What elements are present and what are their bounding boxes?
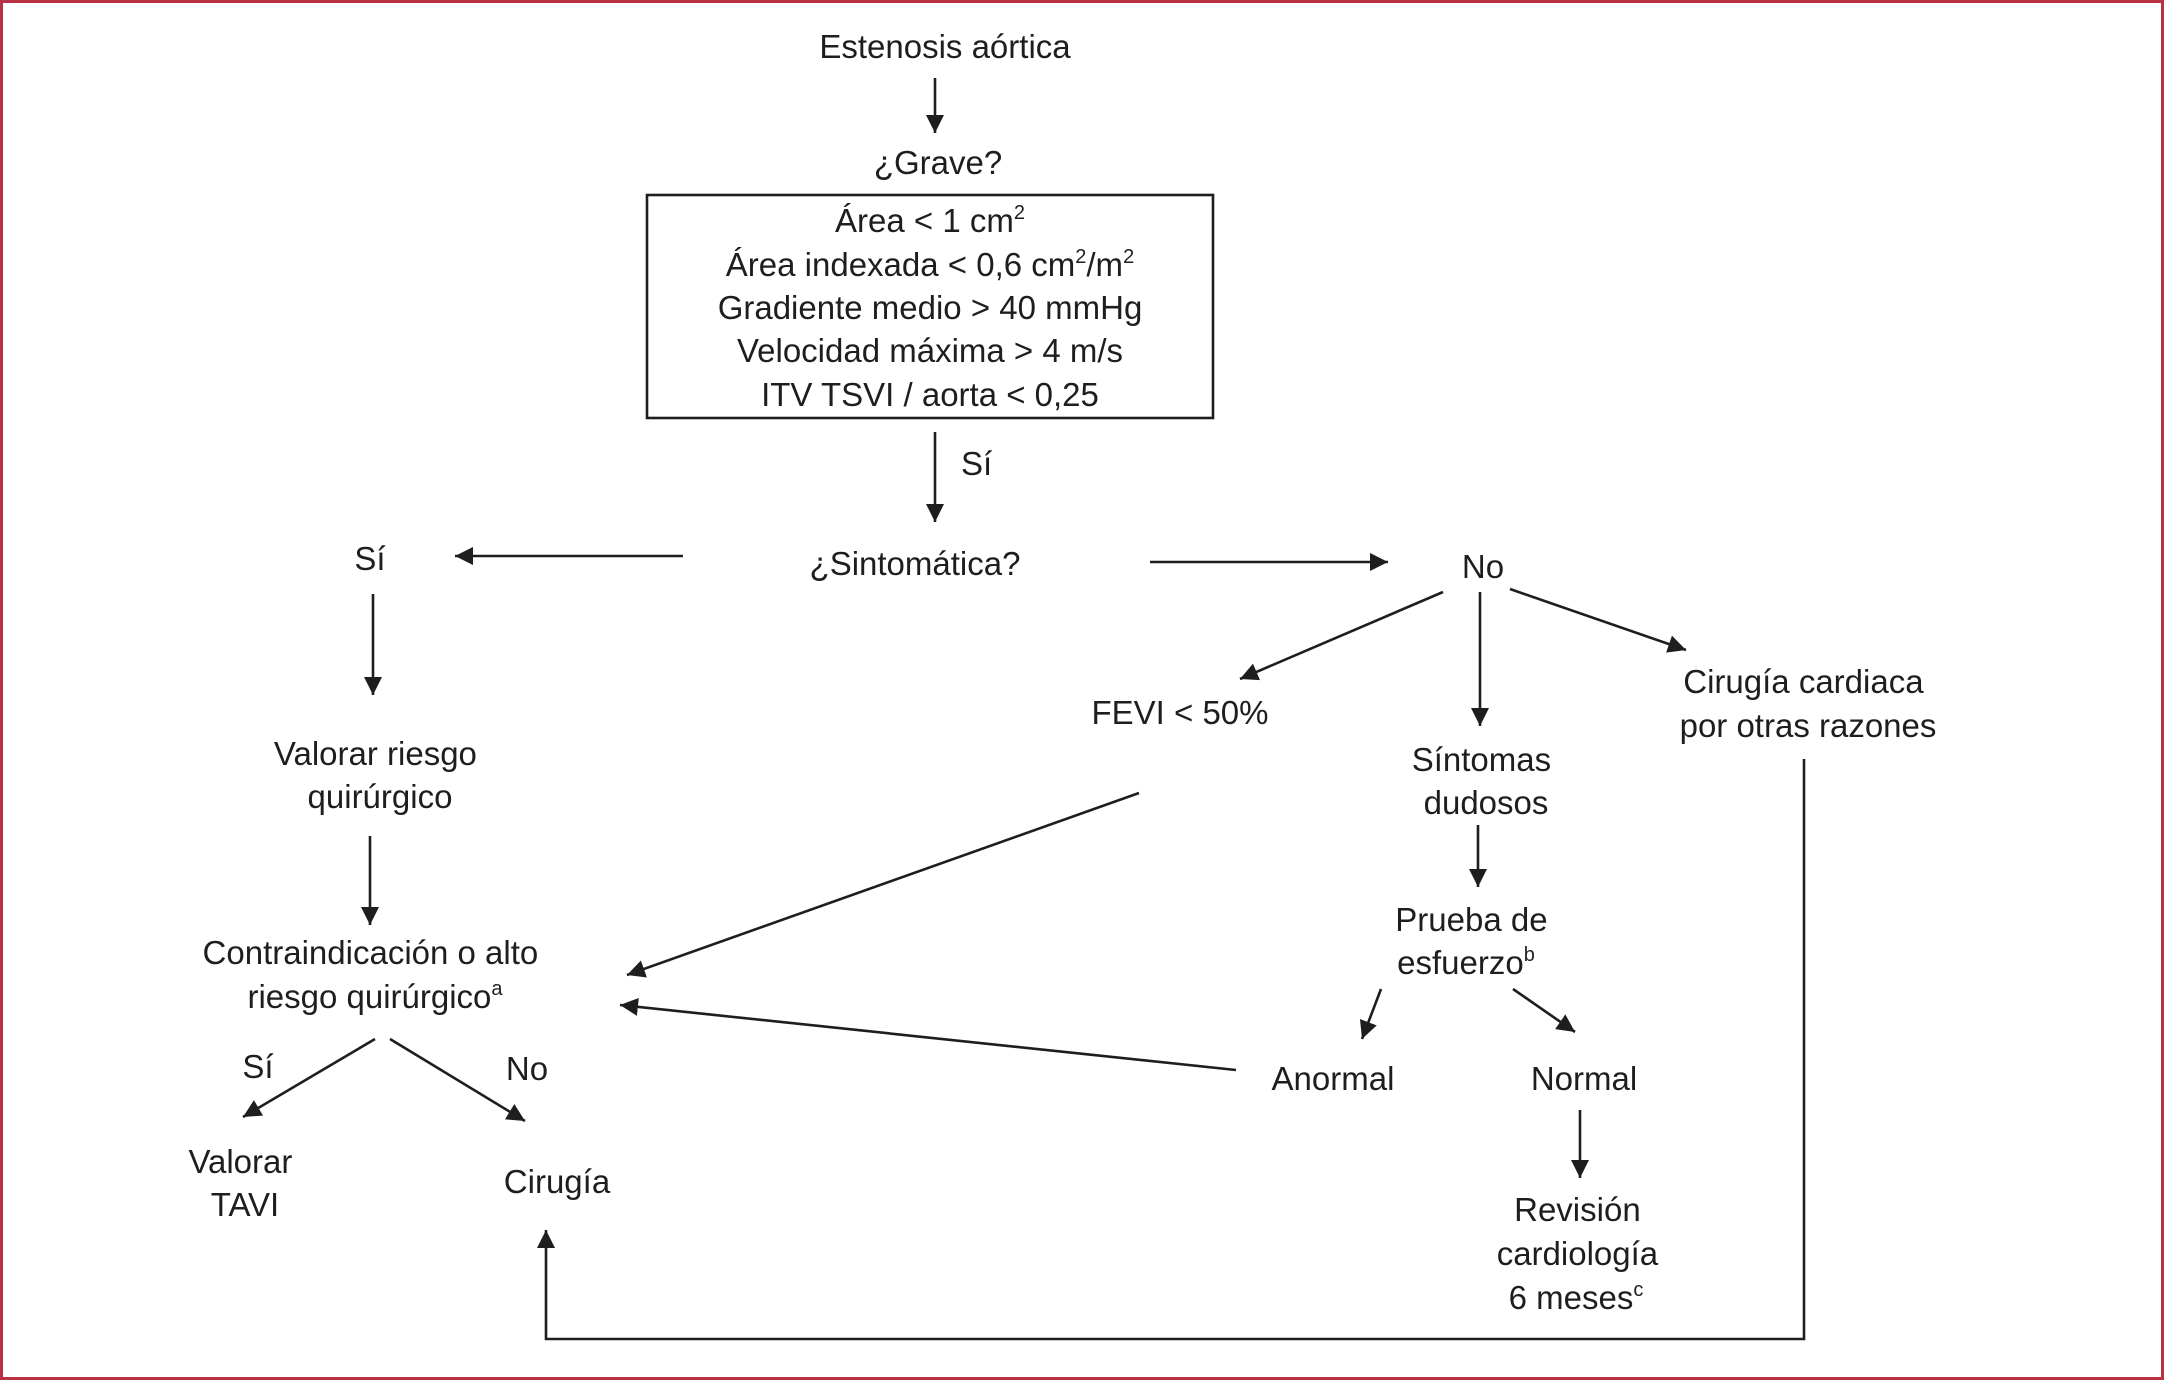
arrow-no-to-cirugia-cardiaca [1509, 587, 1687, 653]
cirugia-cardiaca-label: Cirugía cardiaca por otras razones [1680, 663, 1937, 744]
fevi-label: FEVI < 50% [1091, 694, 1268, 731]
estenosis-aortica-label: Estenosis aórtica [819, 28, 1071, 65]
sintomatica-question: ¿Sintomática? [810, 545, 1021, 582]
normal-label: Normal [1531, 1060, 1637, 1097]
si-sintomatica-label: Sí [354, 540, 385, 577]
criteria-area: Área < 1 cm2 [835, 202, 1025, 239]
anormal-label: Anormal [1272, 1060, 1395, 1097]
no-sintomatica-label: No [1462, 548, 1504, 585]
criteria-gradiente: Gradiente medio > 40 mmHg [718, 289, 1143, 326]
si-contraindicacion-label: Sí [242, 1048, 273, 1085]
criteria-velocidad: Velocidad máxima > 4 m/s [737, 332, 1123, 369]
si-grave-label: Sí [961, 445, 992, 482]
arrow-prueba-to-normal [1512, 987, 1576, 1034]
prueba-esfuerzo-label: Prueba de esfuerzob [1395, 901, 1556, 981]
cirugia-label: Cirugía [504, 1163, 611, 1200]
arrow-cirugia-cardiaca-to-cirugia [537, 759, 1806, 1341]
arrow-contraindicacion-to-tavi [242, 1037, 376, 1119]
revision-label: Revisión cardiología 6 mesesc [1497, 1191, 1668, 1316]
sintomas-dudosos-label: Síntomas dudosos [1412, 741, 1561, 821]
arrow-prueba-to-anormal [1359, 988, 1383, 1040]
contraindicacion-label: Contraindicación o alto riesgo quirúrgic… [203, 934, 548, 1015]
arrow-no-to-fevi [1239, 590, 1444, 681]
criteria-area-indexada: Área indexada < 0,6 cm2/m2 [726, 246, 1134, 283]
no-contraindicacion-label: No [506, 1050, 548, 1087]
arrow-contraindicacion-to-cirugia [389, 1037, 526, 1123]
grave-question: ¿Grave? [874, 144, 1002, 181]
severity-criteria-box [645, 193, 1215, 420]
valorar-riesgo-label: Valorar riesgo quirúrgico [274, 735, 486, 815]
valorar-tavi-label: Valorar TAVI [188, 1143, 301, 1223]
arrow-anormal-to-contraindicacion [619, 997, 1237, 1072]
arrow-fevi-to-contraindicacion [626, 791, 1140, 978]
criteria-itv: ITV TSVI / aorta < 0,25 [761, 376, 1099, 413]
